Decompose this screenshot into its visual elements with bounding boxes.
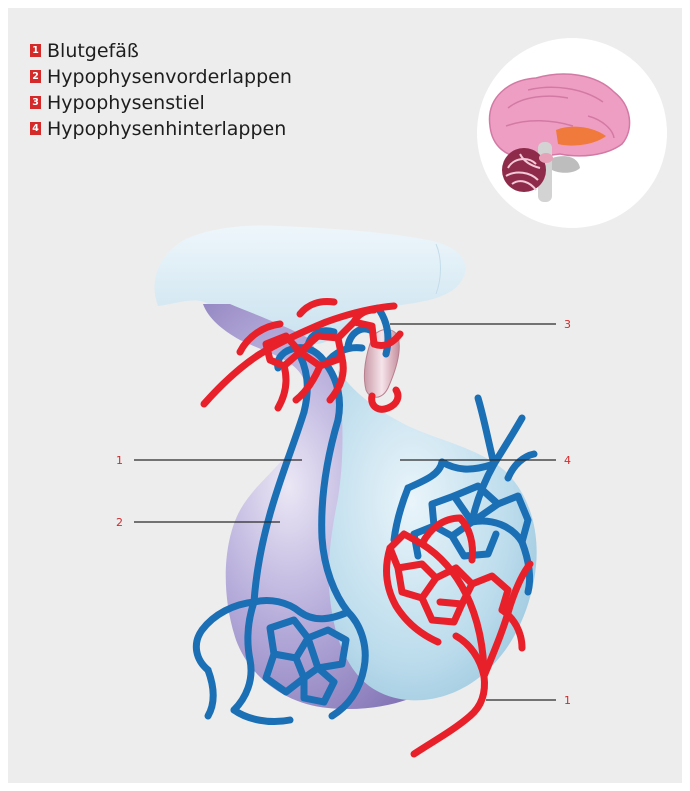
legend-number-badge: 4 bbox=[30, 122, 41, 135]
legend-label: Hypophysenstiel bbox=[47, 92, 205, 114]
legend-label: Hypophysenhinterlappen bbox=[47, 118, 286, 140]
legend-item: 2 Hypophysenvorderlappen bbox=[30, 64, 292, 89]
callout-vessel-bottom: 1 bbox=[564, 694, 571, 707]
legend-item: 3 Hypophysenstiel bbox=[30, 90, 292, 115]
callout-stalk: 3 bbox=[564, 318, 571, 331]
legend-number-badge: 2 bbox=[30, 70, 41, 83]
legend: 1 Blutgefäß 2 Hypophysenvorderlappen 3 H… bbox=[30, 38, 292, 142]
callout-vessel-left: 1 bbox=[116, 454, 123, 467]
callout-anterior-lobe: 2 bbox=[116, 516, 123, 529]
legend-item: 4 Hypophysenhinterlappen bbox=[30, 116, 292, 141]
diagram-panel: 3 1 2 4 1 1 Blutgefäß 2 Hypophysenvorder… bbox=[8, 8, 682, 783]
posterior-lobe bbox=[329, 370, 537, 700]
brain-inset bbox=[477, 38, 667, 228]
legend-number-badge: 3 bbox=[30, 96, 41, 109]
legend-item: 1 Blutgefäß bbox=[30, 38, 292, 63]
legend-number-badge: 1 bbox=[30, 44, 41, 57]
legend-label: Blutgefäß bbox=[47, 40, 139, 62]
legend-label: Hypophysenvorderlappen bbox=[47, 66, 292, 88]
callout-posterior-lobe: 4 bbox=[564, 454, 571, 467]
